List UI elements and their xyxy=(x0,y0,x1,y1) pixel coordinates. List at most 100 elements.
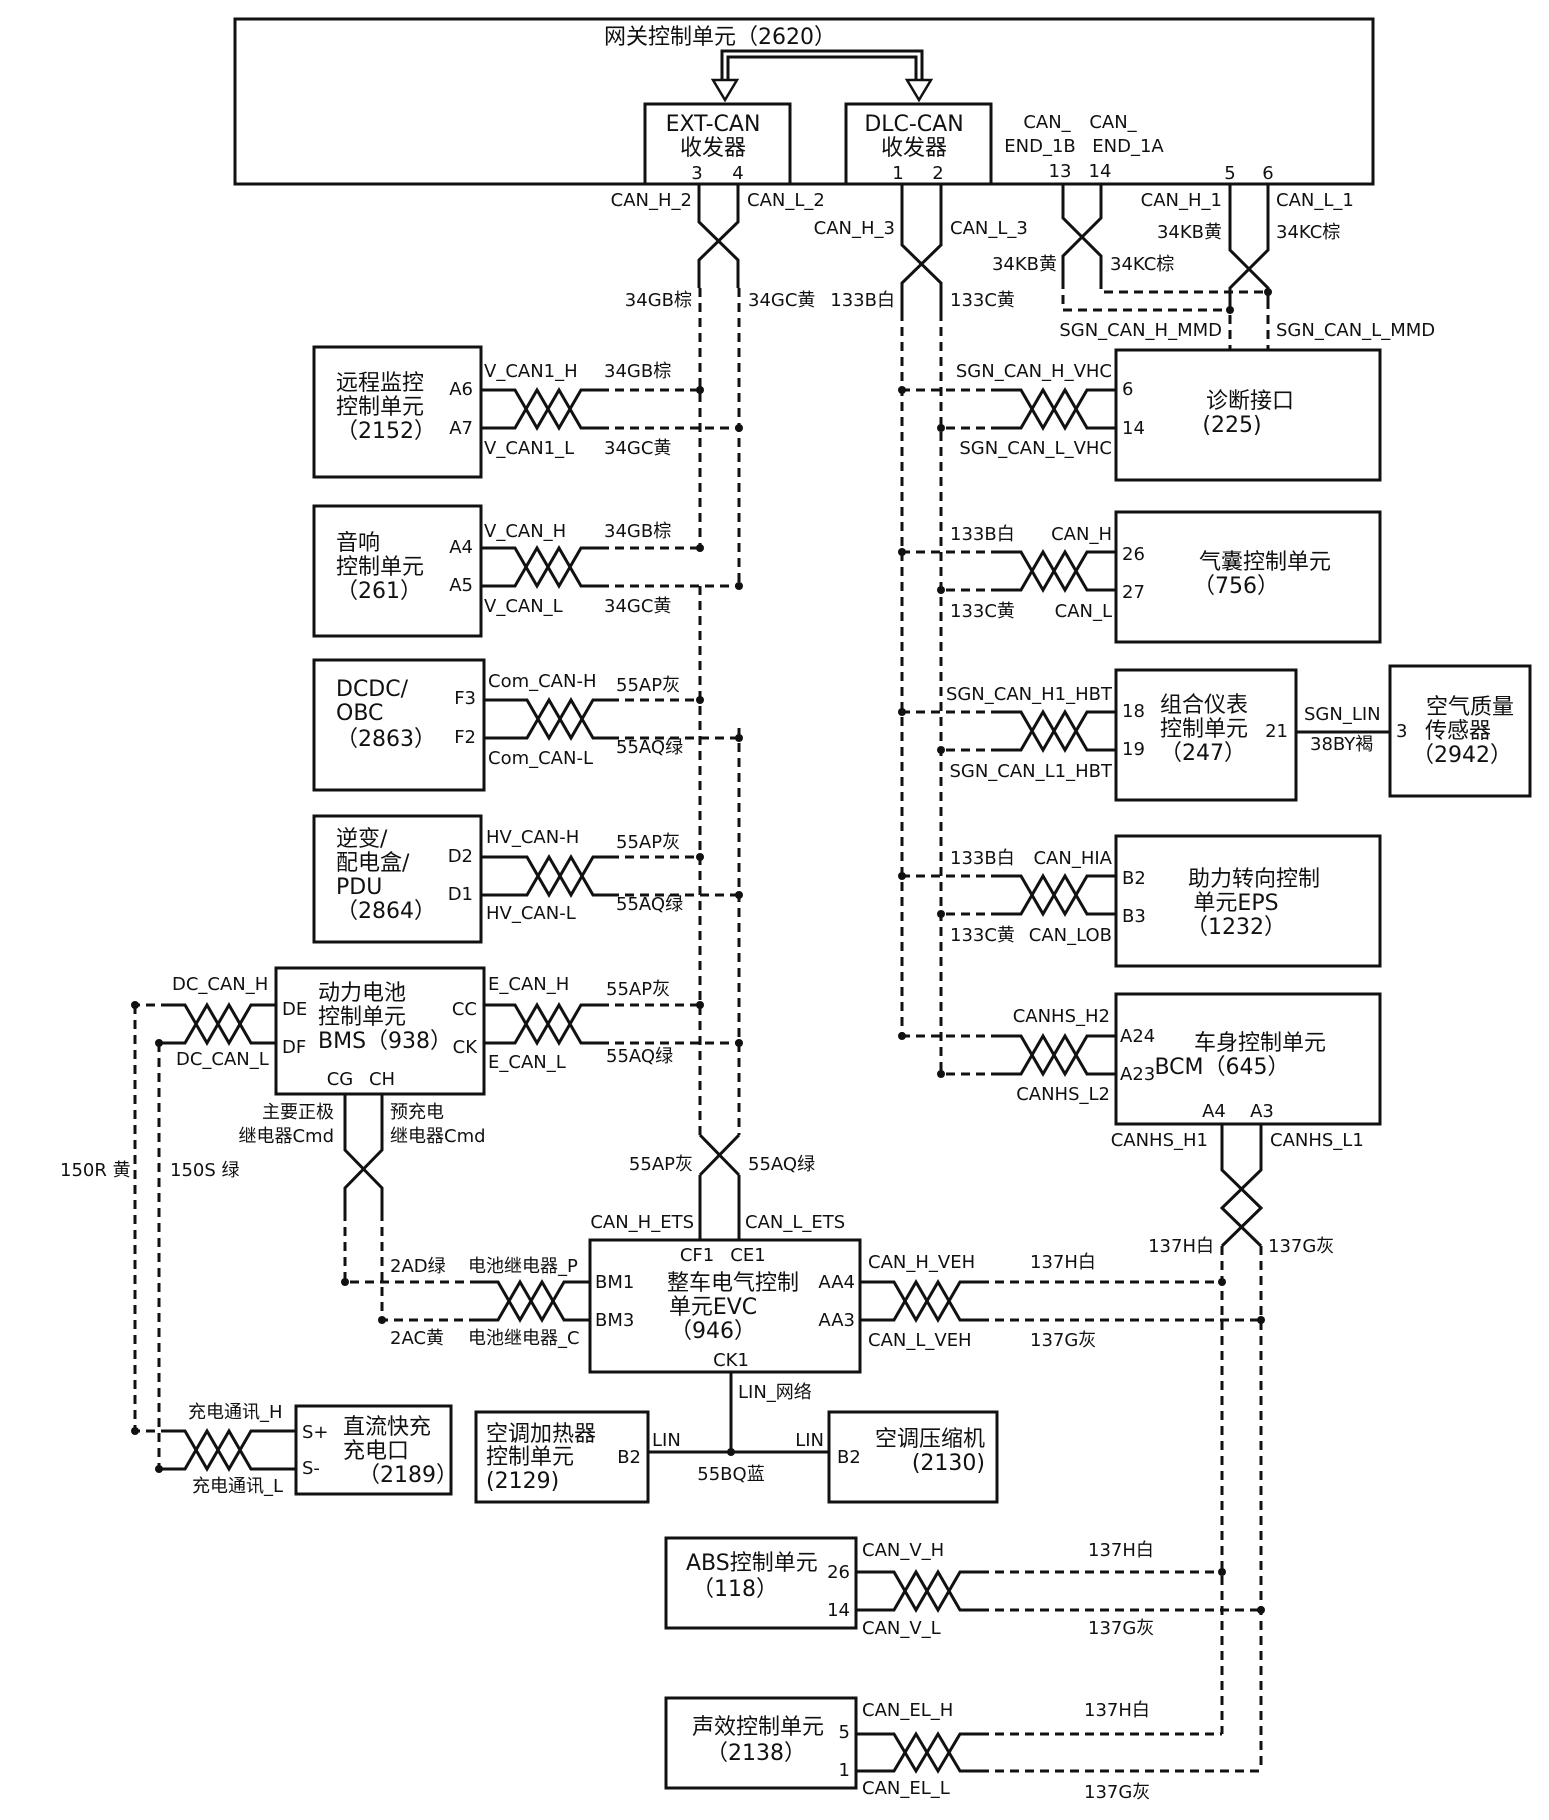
bms-sig-dc-l: DC_CAN_L xyxy=(176,1049,269,1070)
abs-pin-l: 14 xyxy=(827,1600,850,1621)
evc-pin-ce1: CE1 xyxy=(730,1245,765,1266)
bcm-pin-l: A23 xyxy=(1120,1064,1155,1085)
dc-charge-line2: 充电口 xyxy=(343,1439,409,1464)
abs-wire-l: 137G灰 xyxy=(1088,1618,1154,1639)
ext-can-pin-h: 3 xyxy=(691,163,702,184)
audio-pin-h: A4 xyxy=(449,537,473,558)
inverter-line4: （2864） xyxy=(336,899,436,924)
sound-sig-l: CAN_EL_L xyxy=(862,1778,950,1799)
airbag-sig-l: CAN_L xyxy=(1055,601,1112,622)
evc-line2: 单元EVC xyxy=(669,1295,757,1320)
sound-pin-h: 5 xyxy=(839,1722,850,1743)
bms-line3: BMS（938） xyxy=(318,1029,452,1054)
ets-sig-h: CAN_H_ETS xyxy=(590,1212,694,1233)
telematics-unit: 远程监控 控制单元 （2152） A6 A7 V_CAN1_H V_CAN1_L… xyxy=(312,345,739,479)
audio-unit: 音响 控制单元 （261） A4 A5 V_CAN_H V_CAN_L 34GB… xyxy=(312,504,739,638)
cluster-wire-lin: 38BY褐 xyxy=(1310,734,1373,755)
bms-pin-ck: CK xyxy=(453,1037,479,1058)
ets-wire-l: 55AQ绿 xyxy=(748,1154,815,1175)
telematics-line1: 远程监控 xyxy=(336,371,424,396)
evc-wire-veh-h: 137H白 xyxy=(1030,1252,1096,1273)
audio-sig-h: V_CAN_H xyxy=(484,521,566,542)
cluster-pin-l: 19 xyxy=(1122,739,1145,760)
bcm-pin-a4: A4 xyxy=(1202,1101,1226,1122)
mmd-sig-l: SGN_CAN_L_MMD xyxy=(1276,320,1435,341)
audio-wire-l: 34GC黄 xyxy=(604,596,671,617)
can1-pin-l: 6 xyxy=(1262,163,1273,184)
gateway-title: 网关控制单元（2620） xyxy=(604,25,836,50)
dlc-sig-l: CAN_L_3 xyxy=(950,218,1028,239)
sound-unit: 声效控制单元 （2138） 5 1 CAN_EL_H CAN_EL_L 137H… xyxy=(664,1696,1261,1803)
eps-sig-h: CAN_HIA xyxy=(1033,848,1112,869)
evc-wire-veh-l: 137G灰 xyxy=(1030,1330,1096,1351)
ext-sig-h: CAN_H_2 xyxy=(611,190,692,211)
bms-wire-150r: 150R 黄 xyxy=(60,1160,131,1181)
diag-sig-h: SGN_CAN_H_VHC xyxy=(956,361,1112,382)
abs-line2: （118） xyxy=(692,1577,778,1602)
bms-line2: 控制单元 xyxy=(318,1005,406,1030)
inverter-pin-h: D2 xyxy=(448,846,473,867)
eps-line1: 助力转向控制 xyxy=(1188,867,1320,892)
bcm-sig-l1: CANHS_L1 xyxy=(1270,1130,1364,1151)
can1-wire-h: 34KB黄 xyxy=(1157,222,1222,243)
evc-wire-2ac: 2AC黄 xyxy=(390,1328,444,1349)
sound-wire-l: 137G灰 xyxy=(1084,1782,1150,1803)
bms-pin-de: DE xyxy=(282,999,307,1020)
diag-sig-l: SGN_CAN_L_VHC xyxy=(959,438,1112,459)
inverter-line3: PDU xyxy=(336,875,382,900)
eps-wire-l: 133C黄 xyxy=(950,925,1015,946)
evc-sig-veh-h: CAN_H_VEH xyxy=(868,1252,975,1273)
bms-relay2-l1: 预充电 xyxy=(390,1102,444,1123)
ac-comp-line2: (2130) xyxy=(912,1451,985,1476)
inverter-pin-l: D1 xyxy=(448,884,473,905)
cluster-line3: （247） xyxy=(1160,741,1246,766)
can-end-wire-b: 34KB黄 xyxy=(992,254,1057,275)
evc-lin-net: LIN_网络 xyxy=(738,1382,812,1403)
dlc-can-line2: 收发器 xyxy=(881,136,947,161)
bms-line1: 动力电池 xyxy=(318,981,406,1006)
dcdc-obc-unit: DCDC/ OBC （2863） F3 F2 Com_CAN-H Com_CAN… xyxy=(312,658,739,792)
ac-heater-line3: (2129) xyxy=(486,1469,559,1494)
ext-sig-l: CAN_L_2 xyxy=(747,190,825,211)
can-end-a-line2: END_1A xyxy=(1092,136,1164,157)
abs-line1: ABS控制单元 xyxy=(686,1551,818,1576)
evc-sig-bm-c: 电池继电器_C xyxy=(468,1328,580,1349)
bms-unit: 动力电池 控制单元 BMS（938） DE DF CC CK CG CH E_C… xyxy=(60,966,739,1212)
airbag-wire-l: 133C黄 xyxy=(950,601,1015,622)
audio-line1: 音响 xyxy=(336,531,380,556)
bcm-pin-a3: A3 xyxy=(1250,1101,1274,1122)
dcdc-sig-h: Com_CAN-H xyxy=(488,671,597,692)
bcm-sig-h1: CANHS_H1 xyxy=(1111,1130,1208,1151)
evc-line3: （946） xyxy=(670,1319,756,1344)
abs-wire-h: 137H白 xyxy=(1088,1540,1154,1561)
dlc-can-pin-l: 2 xyxy=(932,163,943,184)
ext-wire-l: 34GC黄 xyxy=(748,290,815,311)
bms-sig-e-h: E_CAN_H xyxy=(488,974,569,995)
telematics-line2: 控制单元 xyxy=(336,395,424,420)
evc-pin-ck1: CK1 xyxy=(713,1350,749,1371)
sound-pin-l: 1 xyxy=(839,1760,850,1781)
can1-sig-l: CAN_L_1 xyxy=(1276,190,1354,211)
dcdc-sig-l: Com_CAN-L xyxy=(488,748,593,769)
dlc-can-wiring: CAN_H_3 CAN_L_3 133B白 133C黄 xyxy=(814,184,1028,1074)
telematics-sig-h: V_CAN1_H xyxy=(484,361,578,382)
dlc-wire-l: 133C黄 xyxy=(950,290,1015,311)
diag-line1: 诊断接口 xyxy=(1206,389,1294,414)
bms-wire-150s: 150S 绿 xyxy=(170,1160,240,1181)
telematics-line3: （2152） xyxy=(336,419,436,444)
evc-sig-bm-p: 电池继电器_P xyxy=(468,1256,578,1277)
ets-sig-l: CAN_L_ETS xyxy=(745,1212,845,1233)
can-end-a-line1: CAN_ xyxy=(1089,112,1137,133)
evc-pin-aa4: AA4 xyxy=(818,1272,855,1293)
junction-dots xyxy=(131,288,1272,1614)
ext-can-line2: 收发器 xyxy=(680,136,746,161)
can1-sig-h: CAN_H_1 xyxy=(1141,190,1222,211)
dc-charge-line3: （2189） xyxy=(358,1463,458,1488)
can-end-wire-a: 34KC棕 xyxy=(1110,254,1174,275)
cluster-sig-lin: SGN_LIN xyxy=(1304,704,1381,725)
diag-pin-l: 14 xyxy=(1122,418,1145,439)
inverter-wire-l: 55AQ绿 xyxy=(616,894,683,915)
airbag-pin-l: 27 xyxy=(1122,582,1145,603)
telematics-pin-h: A6 xyxy=(449,379,473,400)
evc-sig-veh-l: CAN_L_VEH xyxy=(868,1330,972,1351)
